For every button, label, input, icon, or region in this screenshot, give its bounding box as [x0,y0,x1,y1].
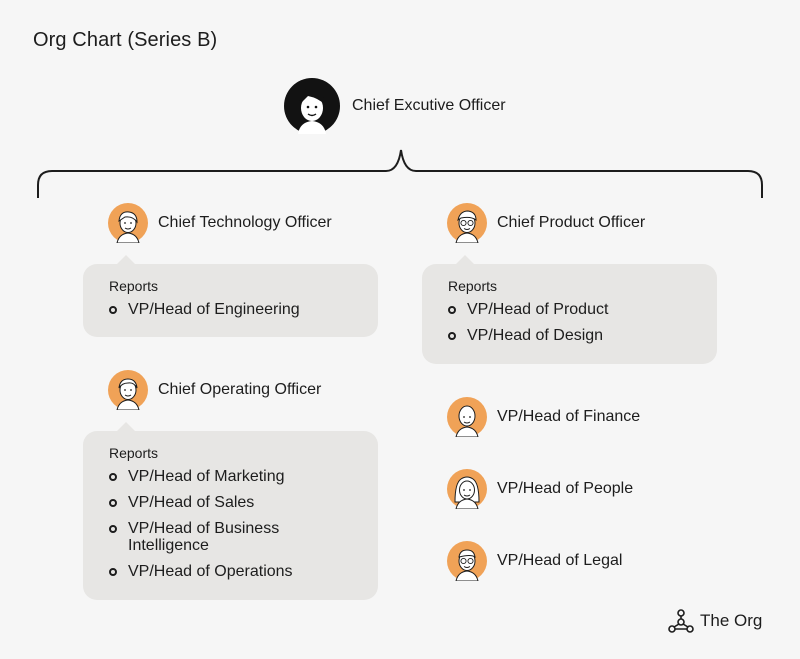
vp-legal-avatar-icon [447,541,487,581]
vp-finance-label: VP/Head of Finance [497,408,641,425]
bullet-icon [448,332,456,340]
cto-node: Chief Technology Officer [108,203,332,243]
coo-node: Chief Operating Officer [108,370,321,410]
cpo-avatar-icon [447,203,487,243]
bullet-icon [448,306,456,314]
list-item: VP/Head of Engineering [109,301,378,318]
vp-people-label: VP/Head of People [497,480,634,497]
cto-avatar-icon [108,203,148,243]
ceo-node: Chief Excutive Officer [284,78,506,134]
list-item: VP/Head of Operations [109,563,378,580]
bullet-icon [109,568,117,576]
list-item: VP/Head of Business Intelligence [109,520,378,554]
reports-heading: Reports [448,278,498,294]
vp-people-node: VP/Head of People [447,469,633,509]
list-item: VP/Head of Sales [109,494,378,511]
vp-finance-avatar-icon [447,397,487,437]
cto-reports-card: Reports VP/Head of Engineering [83,255,378,337]
hierarchy-brace [37,149,763,198]
ceo-label: Chief Excutive Officer [352,97,506,114]
coo-reports-card: Reports VP/Head of Marketing VP/Head of … [83,422,378,600]
cto-label: Chief Technology Officer [158,214,332,231]
vp-finance-node: VP/Head of Finance [447,397,640,437]
coo-reports-list: VP/Head of Marketing VP/Head of Sales VP… [109,468,378,580]
vp-people-avatar-icon [447,469,487,509]
brand-name: The Org [700,611,763,630]
bullet-icon [109,306,117,314]
reports-heading: Reports [109,278,159,294]
cto-reports-list: VP/Head of Engineering [109,301,378,318]
org-tree-icon [668,609,694,633]
reports-heading: Reports [109,445,159,461]
coo-label: Chief Operating Officer [158,381,322,398]
list-item: VP/Head of Product [448,301,717,318]
bullet-icon [109,499,117,507]
cpo-reports-list: VP/Head of Product VP/Head of Design [448,301,717,344]
brand-logo[interactable]: The Org [668,609,762,633]
vp-legal-label: VP/Head of Legal [497,552,623,569]
coo-avatar-icon [108,370,148,410]
bullet-icon [109,525,117,533]
chart-title: Org Chart (Series B) [33,29,218,51]
ceo-avatar-icon [284,78,340,134]
cpo-label: Chief Product Officer [497,214,646,231]
list-item: VP/Head of Design [448,327,717,344]
vp-legal-node: VP/Head of Legal [447,541,622,581]
cpo-node: Chief Product Officer [447,203,645,243]
cpo-reports-card: Reports VP/Head of Product VP/Head of De… [422,255,717,364]
bullet-icon [109,473,117,481]
list-item: VP/Head of Marketing [109,468,378,485]
